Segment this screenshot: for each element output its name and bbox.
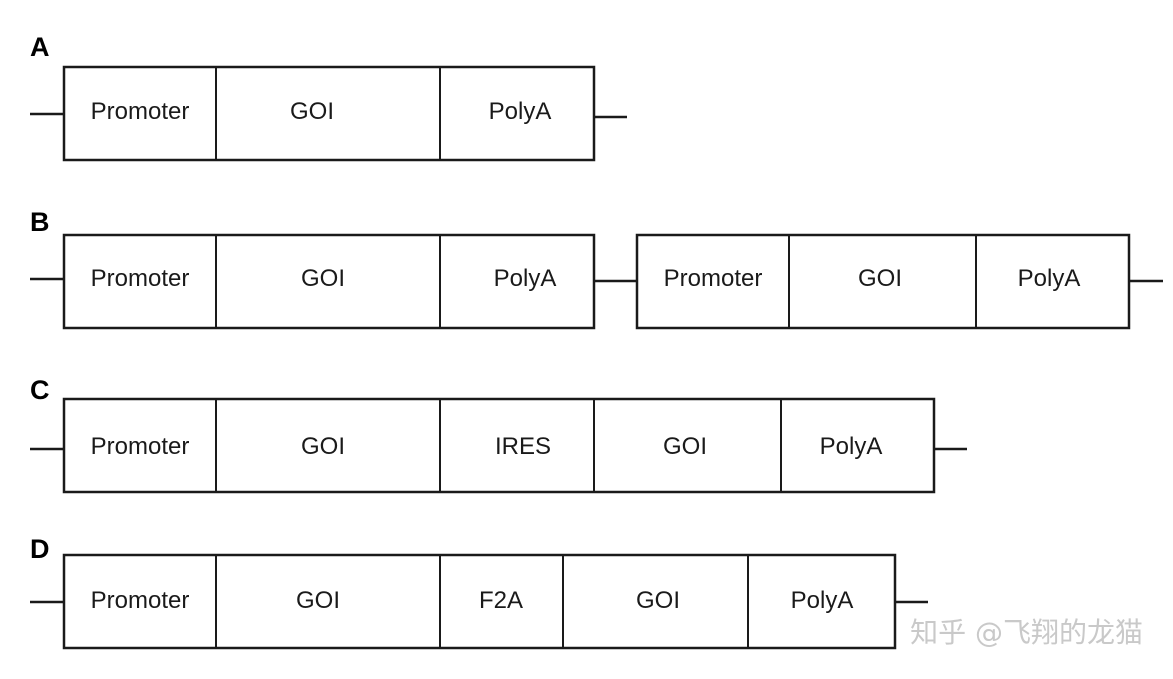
segment-polya: PolyA [820,433,883,460]
segment-f2a: F2A [479,587,523,614]
construct-box [62,397,936,494]
panel-d: D Promoter GOI F2A GOI PolyA [30,534,928,650]
panel-a: A Promoter GOI PolyA [30,32,627,162]
watermark-text: 知乎 @飞翔的龙猫 [910,616,1143,649]
segment-ires: IRES [495,433,551,460]
segment-polya: PolyA [494,265,557,292]
segment-promoter: Promoter [91,433,190,460]
construct-box [62,65,596,162]
panel-label-b: B [30,207,50,237]
segment-polya: PolyA [489,98,552,125]
construct-box [62,233,596,330]
segment-goi: GOI [301,265,345,292]
panel-label-c: C [30,375,50,405]
segment-promoter: Promoter [664,265,763,292]
panel-b: B Promoter GOI PolyA Promoter GOI PolyA [30,207,1163,330]
segment-promoter: Promoter [91,587,190,614]
segment-polya: PolyA [791,587,854,614]
construct-c-1: Promoter GOI IRES GOI PolyA [62,397,936,494]
panel-label-d: D [30,534,50,564]
segment-goi: GOI [301,433,345,460]
construct-b-2: Promoter GOI PolyA [635,233,1131,330]
segment-goi: GOI [663,433,707,460]
segment-goi: GOI [858,265,902,292]
segment-goi: GOI [290,98,334,125]
construct-a-1: Promoter GOI PolyA [62,65,596,162]
panel-c: C Promoter GOI IRES GOI PolyA [30,375,967,494]
segment-goi: GOI [296,587,340,614]
segment-polya: PolyA [1018,265,1081,292]
segment-promoter: Promoter [91,98,190,125]
construct-b-1: Promoter GOI PolyA [62,233,596,330]
construct-d-1: Promoter GOI F2A GOI PolyA [62,553,897,650]
segment-promoter: Promoter [91,265,190,292]
panel-label-a: A [30,32,50,62]
segment-goi: GOI [636,587,680,614]
